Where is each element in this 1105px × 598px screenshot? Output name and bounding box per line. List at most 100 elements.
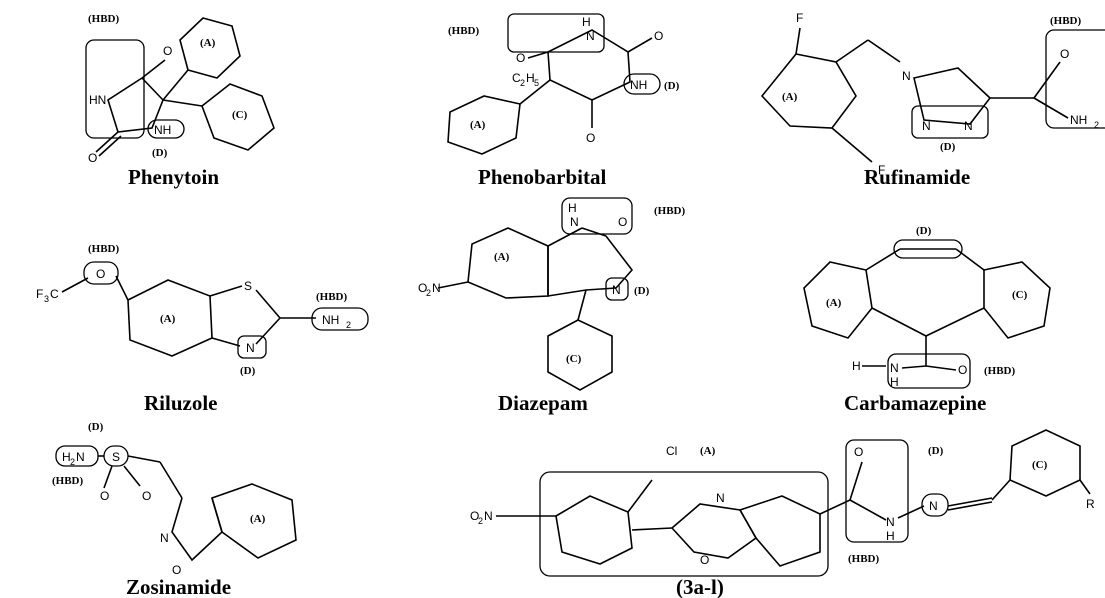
riluzole-a-label: (A) bbox=[160, 313, 176, 325]
carbamazepine-name: Carbamazepine bbox=[844, 391, 986, 415]
phenytoin-hbd-label: (HBD) bbox=[88, 13, 120, 25]
phenobarbital-hbd-label: (HBD) bbox=[448, 25, 480, 37]
rufinamide-n2: N bbox=[922, 119, 931, 133]
zosinamide-a-label: (A) bbox=[250, 513, 266, 525]
zosinamide-o3: O bbox=[172, 563, 181, 577]
rufinamide-nh2: NH bbox=[1070, 113, 1087, 127]
compound-n-oxazole: N bbox=[716, 491, 725, 505]
diazepam-ring-c bbox=[547, 319, 613, 391]
riluzole-d-label: (D) bbox=[240, 365, 256, 377]
svg-text:2: 2 bbox=[426, 288, 431, 298]
phenytoin-nh-box bbox=[147, 119, 185, 139]
phenytoin-hydantoin-ring bbox=[107, 77, 164, 133]
svg-text:N: N bbox=[76, 450, 85, 464]
phenobarbital-nh-box bbox=[623, 73, 661, 95]
compound-imine-n: N bbox=[929, 499, 938, 513]
riluzole-n: N bbox=[246, 341, 255, 355]
rufinamide-o: O bbox=[1060, 47, 1069, 61]
riluzole-nh2: NH bbox=[322, 313, 339, 327]
svg-text:H: H bbox=[526, 71, 535, 85]
svg-text:2: 2 bbox=[478, 516, 483, 526]
diazepam-d-label: (D) bbox=[634, 285, 650, 297]
riluzole-n-box bbox=[237, 335, 267, 359]
zosinamide-o2: O bbox=[142, 489, 151, 503]
riluzole-structure: (HBD) O F 3 C (A) S N (D) (HBD) NH 2 Ril… bbox=[36, 243, 369, 415]
compound-r: R bbox=[1086, 497, 1095, 511]
riluzole-o-box bbox=[83, 261, 119, 285]
rufinamide-f2: F bbox=[878, 163, 885, 177]
carbamazepine-d-label: (D) bbox=[916, 225, 932, 237]
zosinamide-name: Zosinamide bbox=[126, 575, 231, 598]
svg-text:N: N bbox=[484, 509, 493, 523]
diazepam-nh-h: H bbox=[568, 201, 577, 215]
compound-amide-h: H bbox=[886, 529, 895, 543]
compound-3a-l-name: (3a-l) bbox=[676, 575, 724, 598]
carbamazepine-n: N bbox=[890, 361, 899, 375]
compound-3a-l-structure: Cl (A) O 2 N N O O N H (HBD) (D) N (C) R… bbox=[470, 429, 1095, 598]
phenobarbital-nh: NH bbox=[630, 78, 647, 92]
phenytoin-nh: NH bbox=[154, 123, 171, 137]
phenobarbital-o1: O bbox=[516, 51, 525, 65]
phenytoin-ring-c bbox=[201, 83, 275, 151]
diazepam-o: O bbox=[618, 215, 627, 229]
compound-amide-n: N bbox=[886, 515, 895, 529]
svg-text:2: 2 bbox=[70, 457, 75, 467]
phenytoin-hn: HN bbox=[89, 93, 106, 107]
phenobarbital-a-label: (A) bbox=[470, 119, 486, 131]
zosinamide-o1: O bbox=[100, 489, 109, 503]
carbamazepine-d-box bbox=[893, 239, 963, 259]
rufinamide-n3: N bbox=[964, 119, 973, 133]
zosinamide-structure: (D) H 2 N S (HBD) O O N O (A) Zosinamide bbox=[52, 421, 297, 598]
zosinamide-d-label: (D) bbox=[88, 421, 104, 433]
zosinamide-n: N bbox=[160, 531, 169, 545]
phenytoin-a-label: (A) bbox=[200, 37, 216, 49]
diazepam-hbd-label: (HBD) bbox=[654, 205, 686, 217]
riluzole-o: O bbox=[96, 267, 105, 281]
rufinamide-ring-a bbox=[760, 53, 857, 129]
carbamazepine-hbd-label: (HBD) bbox=[984, 365, 1016, 377]
phenobarbital-ethyl: C bbox=[512, 71, 521, 85]
riluzole-nh2-box bbox=[311, 307, 369, 331]
rufinamide-hbd-label: (HBD) bbox=[1050, 15, 1082, 27]
rufinamide-hbd-box bbox=[1045, 29, 1105, 129]
diazepam-nh-n: N bbox=[570, 215, 579, 229]
diazepam-structure: H N O (HBD) N (D) (A) O 2 N (C) Diazepam bbox=[418, 197, 686, 415]
phenytoin-hbd-box bbox=[85, 39, 145, 139]
phenytoin-d-label: (D) bbox=[152, 147, 168, 159]
compound-a-label: (A) bbox=[700, 445, 716, 457]
compound-d-label: (D) bbox=[928, 445, 944, 457]
svg-text:2: 2 bbox=[1094, 120, 1099, 130]
compound-carbonyl-o: O bbox=[854, 445, 863, 459]
diazepam-c-label: (C) bbox=[566, 353, 582, 365]
carbamazepine-h2: H bbox=[890, 375, 899, 389]
diazepam-a-label: (A) bbox=[494, 251, 510, 263]
phenobarbital-ring-a bbox=[447, 95, 521, 155]
compound-ring-c bbox=[1009, 429, 1081, 497]
svg-text:N: N bbox=[432, 281, 441, 295]
diazepam-name: Diazepam bbox=[498, 391, 588, 415]
phenobarbital-name: Phenobarbital bbox=[478, 165, 607, 189]
compound-phenyl-ring bbox=[555, 495, 633, 565]
riluzole-f3c: F bbox=[36, 287, 43, 301]
svg-text:5: 5 bbox=[534, 78, 539, 88]
phenytoin-carbonyl-o2: O bbox=[88, 151, 97, 165]
svg-text:C: C bbox=[50, 287, 59, 301]
diazepam-no2: O bbox=[418, 281, 427, 295]
phenobarbital-o3: O bbox=[586, 131, 595, 145]
carbamazepine-structure: (D) (A) (C) H N H O (HBD) Carbamazepine bbox=[803, 225, 1051, 415]
svg-text:3: 3 bbox=[44, 294, 49, 304]
rufinamide-n1: N bbox=[902, 69, 911, 83]
rufinamide-a-label: (A) bbox=[782, 91, 798, 103]
riluzole-name: Riluzole bbox=[144, 391, 218, 415]
compound-imine-box bbox=[921, 493, 949, 517]
carbamazepine-h1: H bbox=[852, 359, 861, 373]
diazepam-hbd-box bbox=[561, 197, 633, 235]
phenytoin-ring-a bbox=[179, 17, 241, 79]
zosinamide-hbd-label: (HBD) bbox=[52, 475, 84, 487]
phenytoin-name: Phenytoin bbox=[128, 165, 219, 189]
riluzole-hbd-label-1: (HBD) bbox=[88, 243, 120, 255]
phenobarbital-nh-top: H bbox=[582, 15, 591, 29]
phenytoin-structure: (HBD) O O HN NH (D) (A) (C) Phenytoin bbox=[85, 13, 275, 189]
phenytoin-carbonyl-o1: O bbox=[163, 44, 172, 58]
zosinamide-s: S bbox=[112, 450, 120, 464]
